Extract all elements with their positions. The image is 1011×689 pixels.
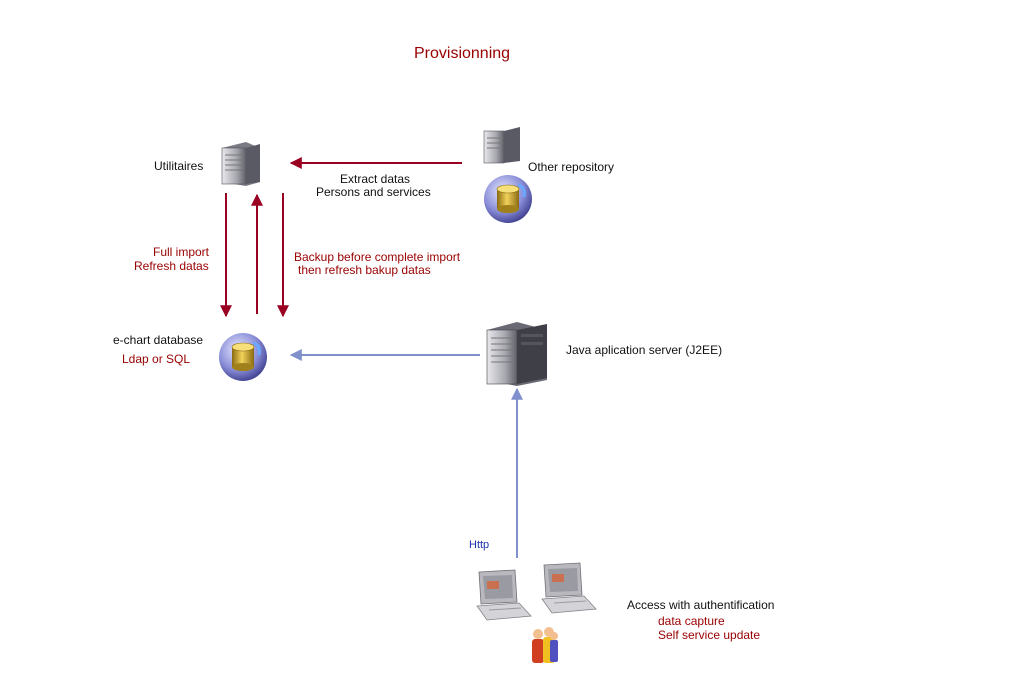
http-label: Http xyxy=(469,539,490,551)
clients-label: Access with authentification xyxy=(627,598,775,612)
echart-database-label: e-chart database xyxy=(113,333,204,347)
extract-label-2: Persons and services xyxy=(316,185,431,199)
diagram-title: Provisionning xyxy=(414,45,511,62)
extract-label-1: Extract datas xyxy=(340,172,411,186)
other-repository-label: Other repository xyxy=(528,160,615,174)
users-icon xyxy=(532,627,558,663)
server-icon xyxy=(221,142,260,186)
utilitaires-label: Utilitaires xyxy=(154,159,204,173)
laptop-icon xyxy=(476,569,532,621)
database-icon xyxy=(484,175,532,223)
server-tower-icon xyxy=(486,322,547,386)
server-icon xyxy=(483,127,520,164)
clients-sublabel-2: Self service update xyxy=(658,628,761,642)
laptop-icon xyxy=(541,562,597,614)
echart-database-sublabel: Ldap or SQL xyxy=(122,352,191,366)
database-icon xyxy=(219,333,267,381)
full-import-label-2: Refresh datas xyxy=(134,259,209,273)
backup-label-2: then refresh bakup datas xyxy=(298,263,431,277)
java-server-label: Java aplication server (J2EE) xyxy=(566,343,723,357)
full-import-label-1: Full import xyxy=(153,245,210,259)
backup-label-1: Backup before complete import xyxy=(294,250,461,264)
clients-sublabel-1: data capture xyxy=(658,614,725,628)
